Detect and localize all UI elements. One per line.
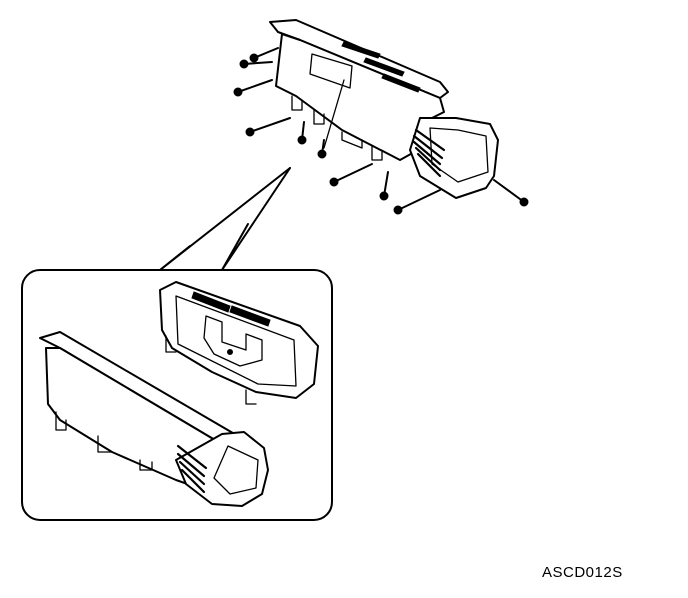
rear-housing-slot-2 bbox=[229, 305, 271, 327]
front-panel-tab-1 bbox=[55, 411, 67, 431]
screw bbox=[493, 179, 529, 207]
rear-housing-body bbox=[159, 281, 319, 399]
rear-housing-pin bbox=[227, 349, 233, 355]
upper-tab-2 bbox=[313, 109, 325, 125]
rear-housing-face bbox=[175, 295, 297, 387]
screw bbox=[239, 59, 273, 69]
screw bbox=[317, 139, 327, 159]
screw bbox=[297, 121, 307, 145]
figure-code-label: ASCD012S bbox=[542, 564, 623, 581]
screw bbox=[249, 47, 279, 63]
upper-vent-louvers bbox=[412, 128, 446, 178]
upper-assembly bbox=[269, 19, 499, 199]
screw bbox=[329, 163, 373, 187]
screw bbox=[393, 189, 441, 215]
front-vent-inner bbox=[213, 445, 259, 495]
rear-housing-tab-1 bbox=[165, 335, 177, 353]
rear-housing-tab-2 bbox=[245, 389, 257, 405]
screw bbox=[245, 117, 291, 137]
upper-slot-1 bbox=[341, 41, 381, 59]
front-vent-louvers bbox=[176, 444, 208, 494]
detail-front-panel bbox=[39, 331, 269, 507]
front-panel-tab-2 bbox=[97, 435, 113, 453]
rear-housing-slot-1 bbox=[191, 291, 231, 313]
detail-rear-housing bbox=[159, 281, 319, 405]
callout-lines-top bbox=[159, 223, 249, 271]
upper-slot-2 bbox=[363, 57, 405, 77]
upper-tab-3 bbox=[341, 131, 363, 149]
screw bbox=[379, 171, 389, 201]
screw bbox=[233, 79, 273, 97]
upper-leader-line bbox=[323, 79, 345, 149]
front-panel-tab-3 bbox=[139, 459, 153, 471]
rear-housing-bracket bbox=[203, 315, 263, 367]
screws bbox=[233, 47, 529, 215]
upper-tab-4 bbox=[371, 145, 383, 161]
upper-slot-3 bbox=[381, 73, 421, 93]
upper-tab-1 bbox=[291, 95, 303, 111]
upper-display-window bbox=[309, 53, 353, 89]
upper-vent-housing bbox=[409, 117, 499, 199]
